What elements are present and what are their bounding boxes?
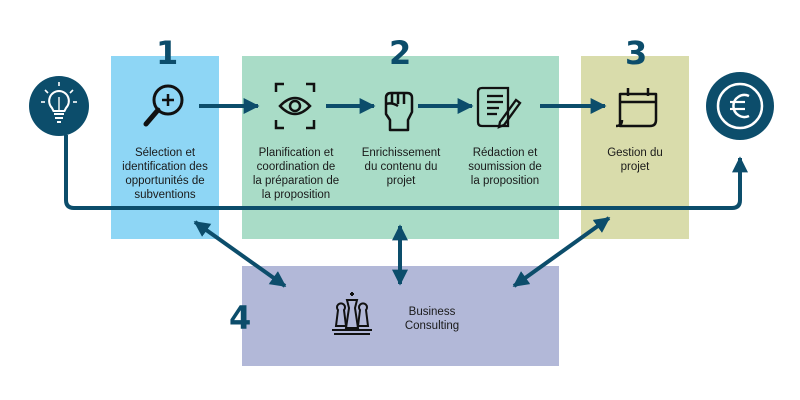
document-pen-icon bbox=[476, 86, 522, 129]
stage-3-label: Gestion du projet bbox=[607, 147, 663, 173]
magnifier-plus-icon bbox=[143, 84, 184, 127]
step-redaction-label: Rédaction et soumission de la propositio… bbox=[468, 147, 542, 187]
lightbulb-icon bbox=[29, 76, 89, 136]
chess-pieces-icon bbox=[332, 292, 372, 335]
stage-4-label: Business Consulting bbox=[404, 306, 460, 332]
stage-3-number: 3 bbox=[625, 34, 648, 72]
main-flow-line bbox=[64, 135, 748, 210]
step-planification-label: Planification et coordination de la prép… bbox=[252, 147, 340, 201]
arrow-s1-to-s4 bbox=[193, 220, 287, 288]
raised-fist-icon bbox=[384, 91, 414, 132]
calendar-icon bbox=[615, 88, 658, 128]
stage-2-number: 2 bbox=[389, 34, 412, 72]
arrow-s3-to-s4 bbox=[512, 216, 611, 288]
stage-1-label: Sélection et identification des opportun… bbox=[122, 147, 208, 201]
stage-4-number: 4 bbox=[229, 299, 252, 337]
eye-frame-icon bbox=[274, 82, 316, 130]
euro-icon bbox=[706, 72, 774, 140]
step-enrichissement-label: Enrichissement du contenu du projet bbox=[361, 147, 441, 187]
stage-1-number: 1 bbox=[156, 34, 179, 72]
